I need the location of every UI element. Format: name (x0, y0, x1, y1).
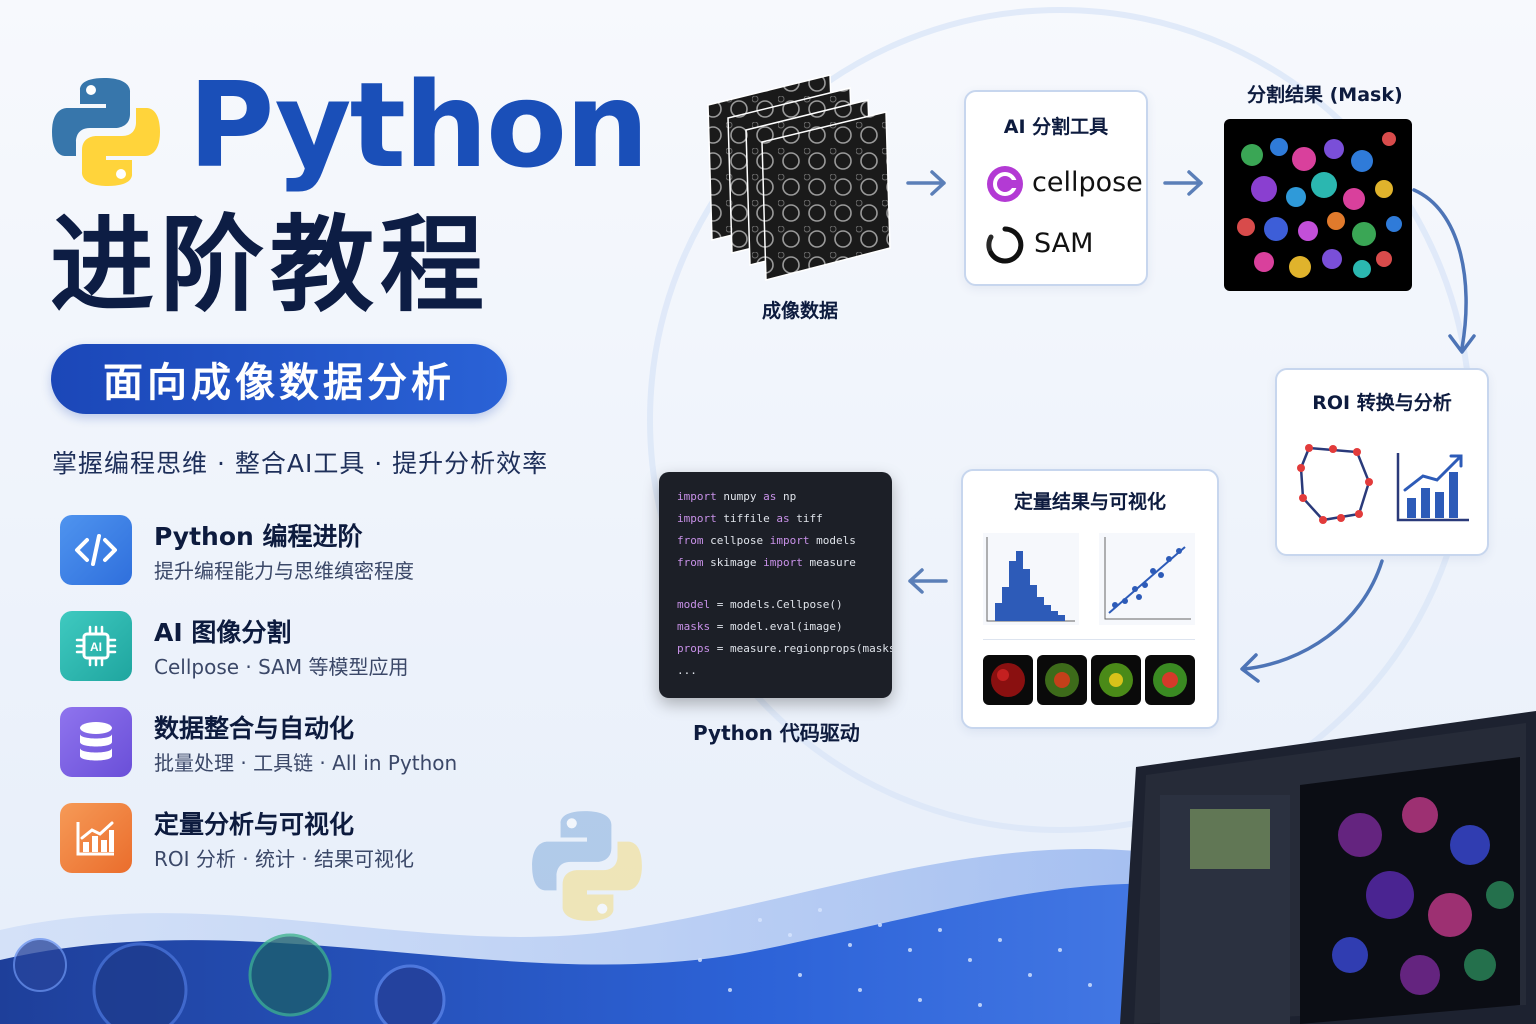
mask-image (1224, 119, 1412, 291)
roi-card: ROI 转换与分析 (1275, 368, 1489, 556)
feature-item-ai: AI AI 图像分割 Cellpose · SAM 等模型应用 (60, 611, 620, 683)
code-panel: import numpy as np import tiffile as tif… (659, 472, 892, 698)
code-label: Python 代码驱动 (693, 721, 860, 745)
title-cn: 进阶教程 (50, 204, 491, 326)
mask-label: 分割结果 (Mask) (1247, 84, 1403, 106)
python-logo-icon (52, 78, 160, 186)
subtitle-text: 面向成像数据分析 (103, 360, 455, 406)
feature-desc: Cellpose · SAM 等模型应用 (154, 655, 409, 679)
subtitle-pill: 面向成像数据分析 (51, 344, 507, 414)
arrow-right-icon (906, 170, 946, 196)
code-line: model = models.Cellpose() (677, 598, 843, 611)
feature-title: AI 图像分割 (154, 618, 292, 647)
arrow-curve-down-icon (1412, 188, 1476, 354)
cellpose-label: cellpose (1032, 167, 1143, 198)
roi-chart-icon (1396, 453, 1469, 522)
code-line: masks = model.eval(image) (677, 620, 843, 633)
feature-item-quant: 定量分析与可视化 ROI 分析 · 统计 · 结果可视化 (60, 803, 620, 875)
feature-item-python: Python 编程进阶 提升编程能力与思维缜密程度 (60, 515, 620, 587)
title-python: Python (188, 56, 649, 194)
arrow-right-icon (1163, 170, 1203, 196)
feature-title: 数据整合与自动化 (154, 714, 355, 743)
ai-chip-icon: AI (60, 611, 132, 681)
cellpose-logo-icon (987, 166, 1023, 202)
code-line: from cellpose import models (677, 534, 856, 547)
roi-polygon-icon (1297, 444, 1373, 524)
code-line: import tiffile as tiff (677, 512, 823, 525)
database-icon (60, 707, 132, 777)
histogram-icon (983, 533, 1079, 625)
feature-item-data: 数据整合与自动化 批量处理 · 工具链 · All in Python (60, 707, 620, 779)
roi-title: ROI 转换与分析 (1312, 392, 1452, 414)
bar-chart-icon (60, 803, 132, 873)
code-line: props = measure.regionprops(masks) (677, 642, 892, 655)
feature-title: 定量分析与可视化 (154, 810, 355, 839)
code-line: ... (677, 664, 697, 677)
sam-label: SAM (1034, 228, 1094, 259)
code-line: from skimage import measure (677, 556, 856, 569)
feature-desc: 提升编程能力与思维缜密程度 (154, 559, 414, 583)
python-logo-faded-icon (532, 811, 642, 921)
cell-thumbnails-icon (983, 655, 1195, 705)
code-icon (60, 515, 132, 585)
sam-logo-icon (986, 226, 1024, 264)
imaging-label: 成像数据 (762, 300, 839, 322)
ai-tools-title: AI 分割工具 (1003, 116, 1109, 138)
code-line: import numpy as np (677, 490, 797, 503)
quant-title: 定量结果与可视化 (1013, 491, 1166, 513)
svg-text:AI: AI (90, 640, 102, 654)
feature-desc: 批量处理 · 工具链 · All in Python (154, 751, 458, 775)
scatter-plot-icon (1099, 533, 1195, 625)
feature-title: Python 编程进阶 (154, 522, 363, 551)
monitor-image (1120, 711, 1536, 1024)
feature-desc: ROI 分析 · 统计 · 结果可视化 (154, 847, 415, 871)
quant-card: 定量结果与可视化 (961, 469, 1219, 729)
tagline: 掌握编程思维 · 整合AI工具 · 提升分析效率 (52, 449, 549, 478)
arrow-curve-left-icon (1240, 559, 1384, 683)
imaging-stack-icon (707, 74, 891, 281)
ai-tools-card: AI 分割工具 cellpose SAM (964, 90, 1148, 286)
arrow-left-icon (908, 568, 948, 594)
